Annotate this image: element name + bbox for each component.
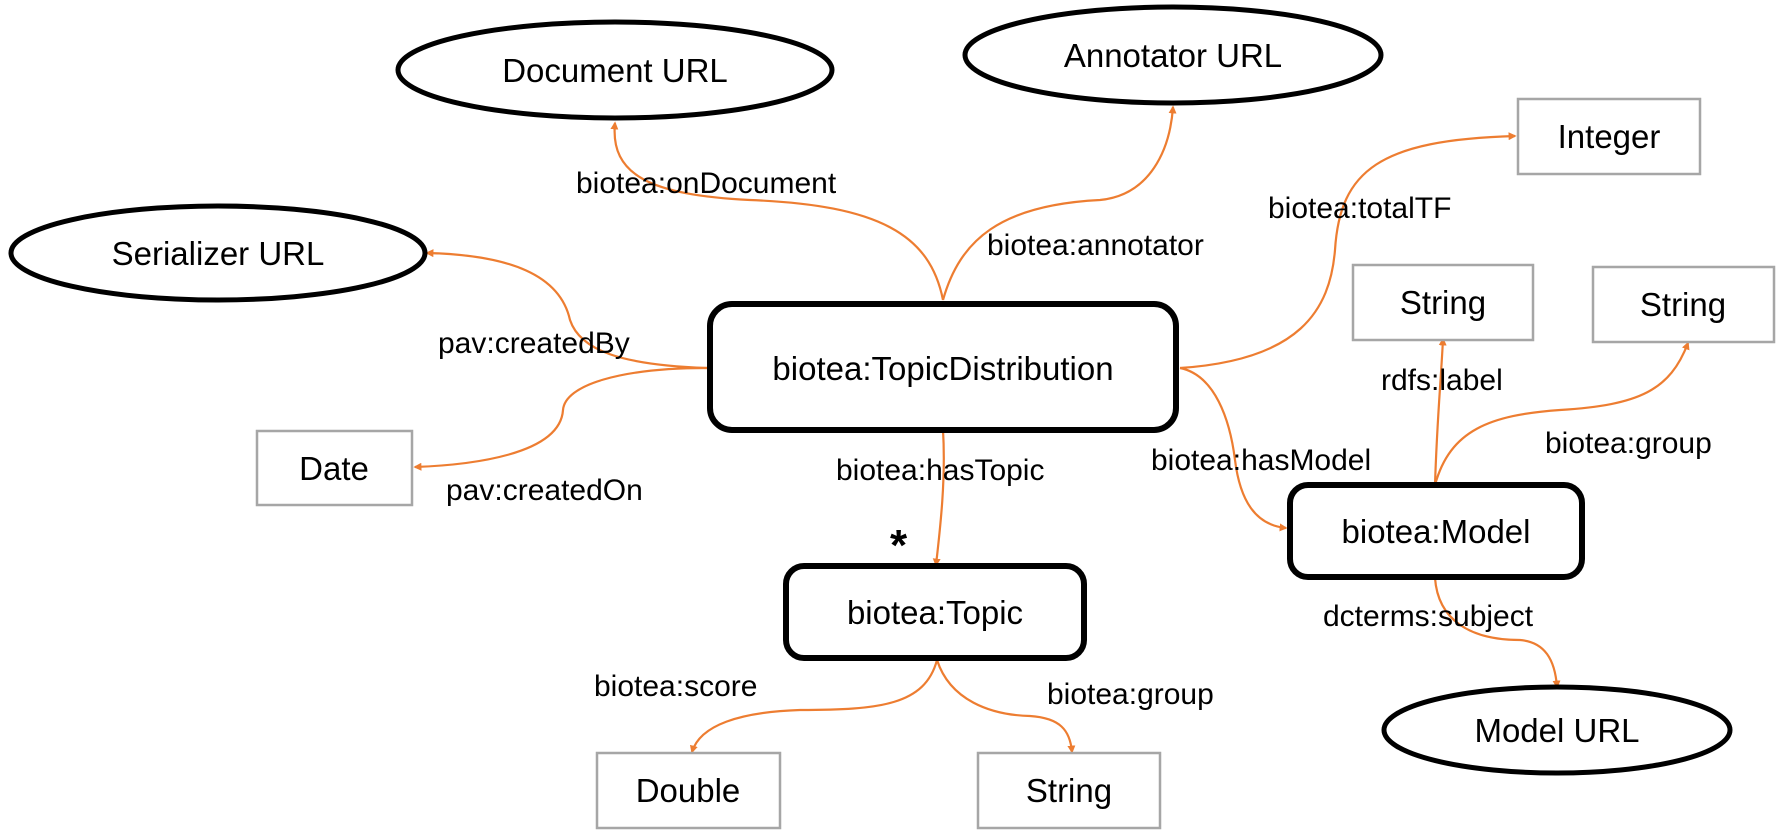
node-serializer-url: Serializer URL [8,203,428,303]
edge-label-model-group: biotea:group [1545,427,1712,460]
edge-label-annotator: biotea:annotator [987,229,1204,262]
edge-label-topic-group: biotea:group [1047,678,1214,711]
edge-model-group [1433,341,1690,486]
edge-rdfs-label [1433,337,1447,486]
node-annotator-url-label: Annotator URL [1064,37,1282,74]
node-date: Date [255,429,414,507]
edge-labels: biotea:onDocument biotea:annotator biote… [438,167,1712,711]
edge-created-on [413,366,708,471]
edge-total-tf [1179,132,1517,370]
edge-label-has-topic: biotea:hasTopic [836,454,1044,487]
edge-created-by [425,249,708,370]
edge-has-topic [932,429,945,567]
node-model-url: Model URL [1381,684,1733,776]
edge-label-has-model: biotea:hasModel [1151,444,1371,477]
node-model-label: biotea:Model [1342,513,1531,550]
node-double: Double [595,751,782,830]
edge-has-model [1179,366,1288,532]
node-string-label: String [1351,263,1535,342]
edge-score [689,659,939,754]
node-model: biotea:Model [1287,482,1585,580]
edge-annotator [941,105,1177,301]
node-date-label: Date [299,450,369,487]
node-serializer-url-label: Serializer URL [112,235,325,272]
edge-label-total-tf: biotea:totalTF [1268,192,1451,225]
cardinality-marker: * [890,521,908,570]
node-document-url-label: Document URL [502,52,728,89]
edge-label-rdfs-label: rdfs:label [1381,364,1503,397]
edge-topic-group [935,659,1076,754]
node-string-group-topic-label: String [1026,772,1112,809]
node-topic-label: biotea:Topic [847,594,1023,631]
edge-dcterms-subject [1433,577,1561,689]
node-double-label: Double [636,772,741,809]
node-integer: Integer [1516,97,1702,176]
node-annotator-url: Annotator URL [962,4,1384,106]
node-string-group-model: String [1591,265,1776,344]
edge-label-score: biotea:score [594,670,757,703]
node-model-url-label: Model URL [1474,712,1639,749]
edge-label-dcterms-subject: dcterms:subject [1323,600,1534,633]
edge-on-document [610,121,945,301]
node-string-group-model-label: String [1640,286,1726,323]
node-string-label-label: String [1400,284,1486,321]
node-topic-distribution-label: biotea:TopicDistribution [772,350,1113,387]
nodes: Document URL Annotator URL Serializer UR… [8,4,1776,830]
node-topic: biotea:Topic [783,563,1087,661]
node-string-group-topic: String [976,751,1162,830]
edge-label-on-document: biotea:onDocument [576,167,837,200]
edges [413,105,1690,754]
node-document-url: Document URL [395,19,835,121]
node-integer-label: Integer [1558,118,1661,155]
edge-label-created-on: pav:createdOn [446,474,643,507]
node-topic-distribution: biotea:TopicDistribution [707,301,1179,433]
edge-label-created-by: pav:createdBy [438,327,630,360]
